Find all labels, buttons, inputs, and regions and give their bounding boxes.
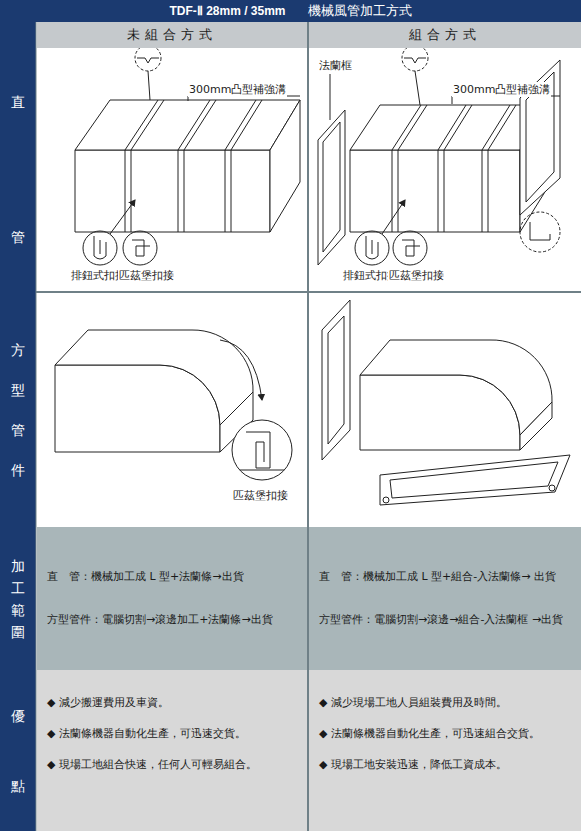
cell-text: 方型管件	[11, 330, 25, 490]
part-label: 法蘭框	[318, 58, 353, 73]
row-label: 優點	[0, 670, 36, 831]
straight-duct	[75, 45, 300, 265]
row-label: 加工範圍	[0, 527, 36, 670]
part-label: 匹茲堡扣接	[388, 268, 445, 283]
title-text: TDF-Ⅱ 28mm / 35mm	[169, 4, 285, 18]
part-label: 匹茲堡扣接	[232, 488, 289, 503]
row-label: 方型管件	[0, 292, 36, 527]
cell-text: 方型管件：電腦切割→滾邊→組合-入法蘭框 →出貨	[319, 613, 573, 628]
process-cell: 直 管：機械加工成 L 型+組合-入法蘭條→ 出貨方型管件：電腦切割→滾邊→組合…	[309, 527, 581, 670]
title-text: 機械風管加工方式	[308, 2, 412, 20]
cell-text: 直 管：機械加工成 L 型+法蘭條→出貨	[47, 570, 299, 585]
cell-text: ◆ 法蘭條機器自動化生產，可迅速交貨。	[47, 727, 301, 742]
cell-text: ◆ 法蘭條機器自動化生產，可迅速組合交貨。	[319, 727, 575, 742]
cell-text: 組合方式	[409, 26, 481, 44]
header-cell: 組合方式	[309, 22, 581, 48]
cell-text: ◆ 現場工地組合快速，任何人可輕易組合。	[47, 758, 301, 773]
cell-text: 直 管：機械加工成 L 型+組合-入法蘭條→ 出貨	[319, 570, 573, 585]
elbow-fitting	[55, 330, 292, 480]
cell-text: ◆ 減少現場工地人員組裝費用及時間。	[319, 696, 575, 711]
flanged-elbow-fitting	[322, 300, 570, 505]
cell-text: ◆ 減少搬運費用及車資。	[47, 696, 301, 711]
flanged-straight-duct	[318, 45, 560, 265]
header-cell: 未組合方式	[37, 22, 307, 48]
row-label: 直管	[0, 48, 36, 292]
title-band: TDF-Ⅱ 28mm / 35mm 機械風管加工方式	[0, 0, 581, 22]
cell-text: 優點	[11, 681, 25, 821]
advantage-cell: ◆ 減少現場工地人員組裝費用及時間。 ◆ 法蘭條機器自動化生產，可迅速組合交貨。 ◆…	[309, 670, 581, 831]
cell-text: 加工範圍	[11, 555, 25, 643]
cell-text: 方型管件：電腦切割→滾邊加工+法蘭條→出貨	[47, 613, 299, 628]
advantage-cell: ◆ 減少搬運費用及車資。 ◆ 法蘭條機器自動化生產，可迅速交貨。 ◆ 現場工地組合快…	[37, 670, 307, 831]
cell-text: 未組合方式	[127, 26, 217, 44]
process-cell: 直 管：機械加工成 L 型+法蘭條→出貨方型管件：電腦切割→滾邊加工+法蘭條→出…	[37, 527, 307, 670]
cell-text: ◆ 現場工地安裝迅速，降低工資成本。	[319, 758, 575, 773]
part-label: 300mm凸型補強溝	[188, 82, 287, 97]
part-label: 300mm凸型補強溝	[452, 82, 551, 97]
cell-text: 直管	[11, 35, 25, 305]
part-label: 匹茲堡扣接	[118, 268, 175, 283]
side-band	[0, 0, 36, 831]
